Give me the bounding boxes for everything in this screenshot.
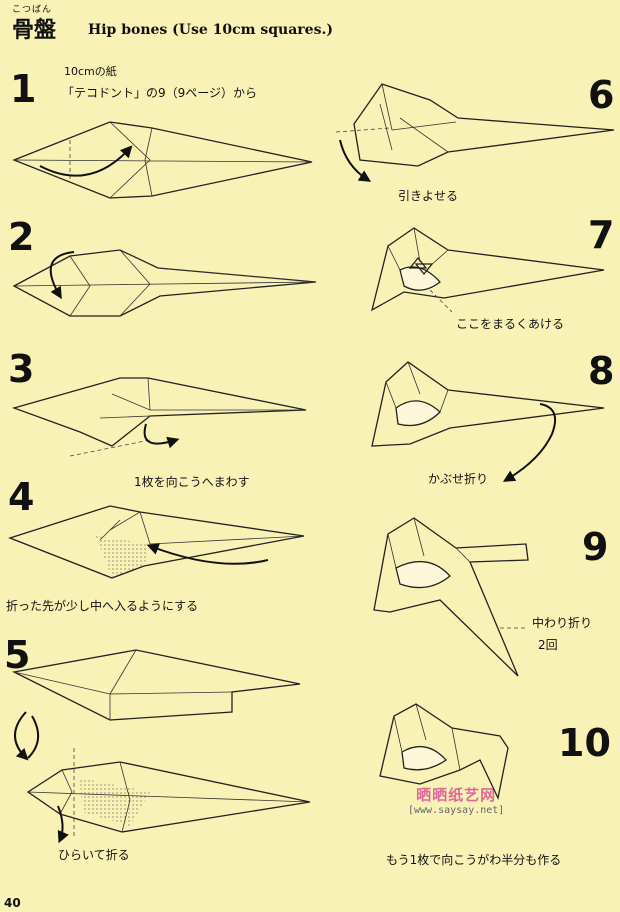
step-10-figure	[380, 704, 508, 798]
step-6-figure	[336, 84, 614, 180]
step-4-figure	[10, 506, 304, 578]
step-7-figure	[372, 228, 604, 312]
step-9-figure	[374, 518, 528, 676]
step-5-figure	[14, 650, 310, 840]
step-2-figure	[14, 250, 316, 316]
step-3-figure	[14, 378, 306, 456]
step-1-figure	[14, 122, 312, 198]
step-8-figure	[372, 362, 604, 480]
